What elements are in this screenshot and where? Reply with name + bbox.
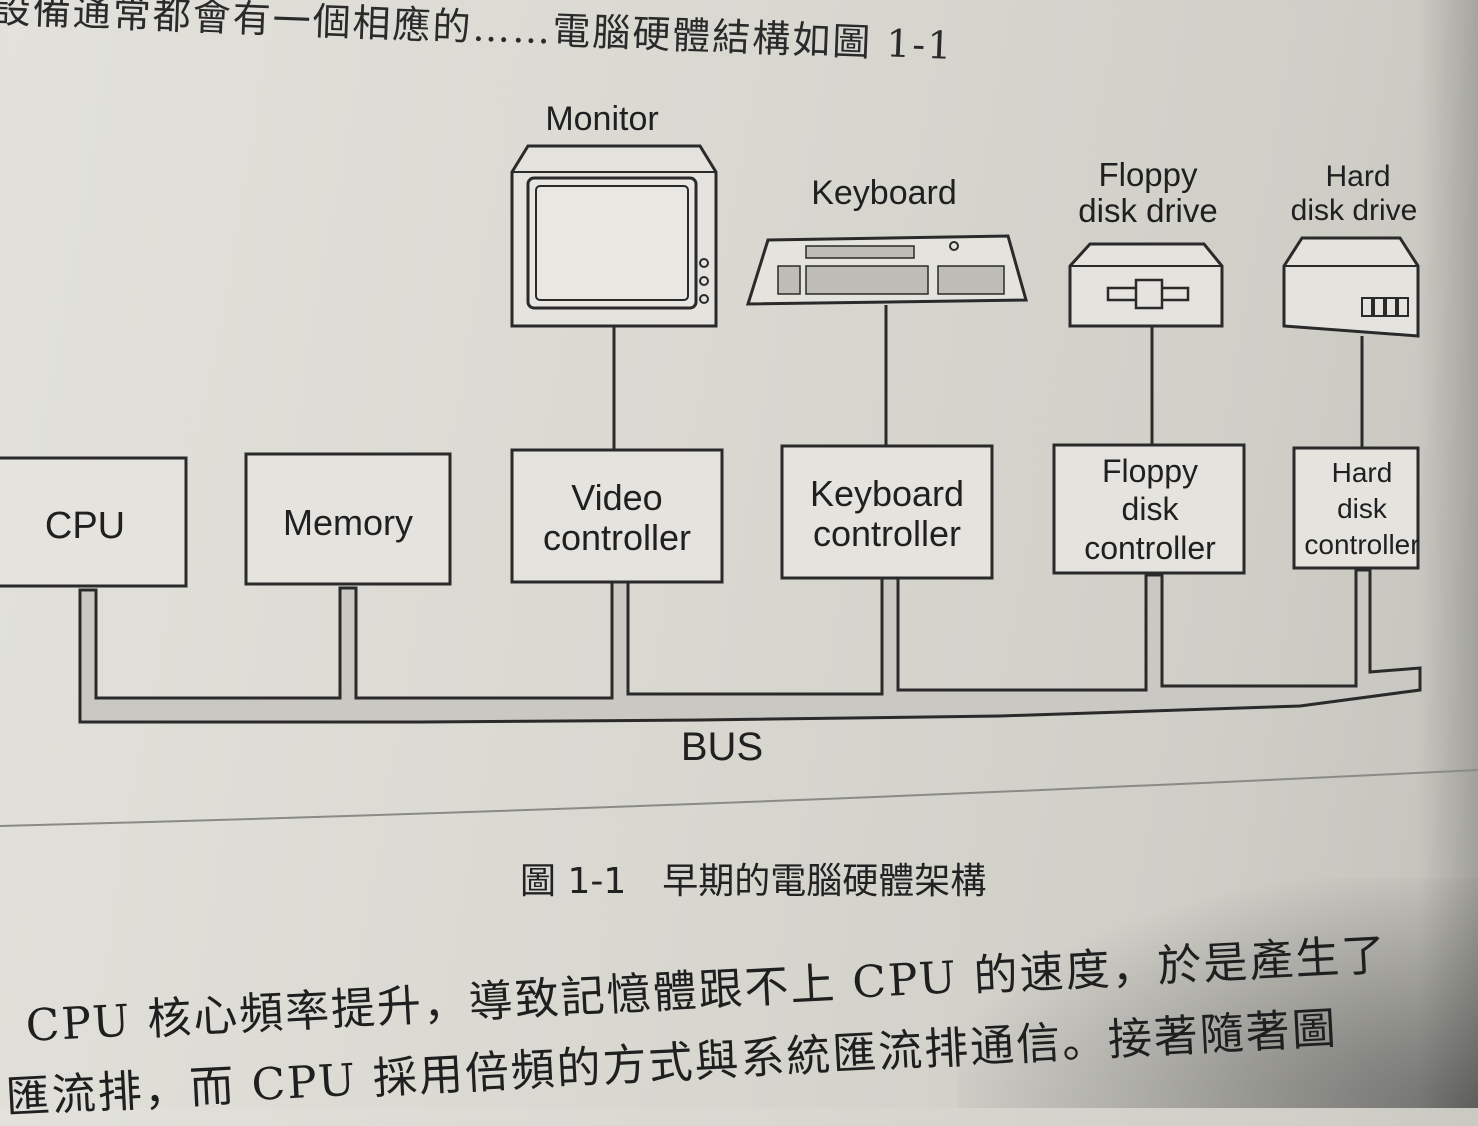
bus-bar	[78, 568, 1422, 724]
finger-shadow	[958, 878, 1478, 1108]
floppy-controller-label-2: disk	[1122, 491, 1180, 527]
floppy-label-2: disk drive	[1078, 192, 1217, 229]
separator-line	[0, 769, 1478, 827]
video-controller-box: Video controller	[510, 448, 724, 584]
monitor-icon	[510, 144, 718, 328]
floppy-controller-box: Floppy disk controller	[1052, 443, 1246, 575]
keyboard-controller-label-2: controller	[813, 513, 961, 554]
cpu-box: CPU	[0, 456, 188, 588]
memory-label: Memory	[283, 502, 413, 543]
cpu-label: CPU	[45, 505, 125, 547]
video-controller-label-1: Video	[571, 477, 662, 518]
monitor-label: Monitor	[545, 100, 658, 138]
floppy-drive-icon	[1068, 242, 1224, 328]
harddisk-controller-label-2: disk	[1337, 493, 1388, 524]
harddisk-controller-label-1: Hard	[1332, 457, 1393, 488]
floppy-controller-label-3: controller	[1084, 530, 1216, 566]
video-controller-label-2: controller	[543, 517, 691, 558]
keyboard-icon	[745, 234, 1028, 306]
harddisk-label-1: Hard	[1325, 160, 1390, 193]
harddisk-controller-box: Hard disk controller	[1292, 446, 1420, 570]
harddisk-label-2: disk drive	[1291, 194, 1418, 227]
floppy-controller-label-1: Floppy	[1102, 453, 1198, 489]
hard-disk-drive-icon	[1282, 236, 1420, 338]
keyboard-controller-box: Keyboard controller	[780, 444, 994, 580]
floppy-label-1: Floppy	[1098, 156, 1198, 193]
bus-label: BUS	[681, 725, 763, 769]
harddisk-controller-label-3: controller	[1304, 529, 1419, 560]
keyboard-label: Keyboard	[811, 174, 957, 212]
keyboard-controller-label-1: Keyboard	[810, 473, 964, 514]
memory-box: Memory	[244, 452, 452, 586]
figure-caption: 圖 1-1 早期的電腦硬體架構	[520, 861, 987, 902]
